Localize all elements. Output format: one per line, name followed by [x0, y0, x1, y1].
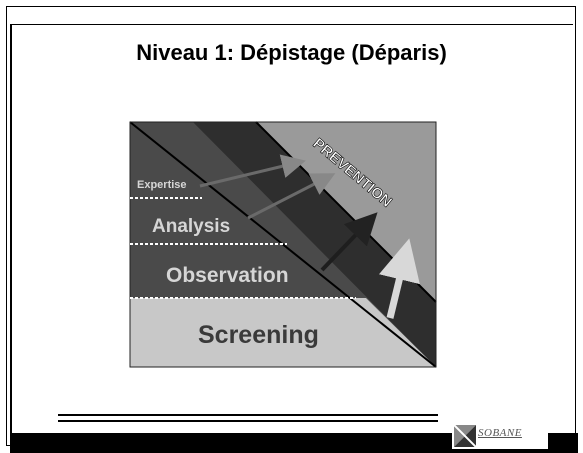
arrow-screening [378, 238, 420, 319]
label-expertise: Expertise [137, 179, 187, 191]
diagonal-band-middle [193, 122, 436, 367]
arrow-observation [320, 212, 378, 272]
footer-band [10, 433, 578, 453]
sobane-logo: SOBANE [452, 423, 548, 449]
label-observation: Observation [166, 264, 289, 287]
logo-text: SOBANE [478, 427, 522, 439]
footer-rule-bottom [58, 420, 438, 422]
slide-title: Niveau 1: Dépistage (Déparis) [136, 40, 447, 65]
label-screening: Screening [198, 321, 319, 349]
arrow-expertise [199, 154, 306, 188]
logo-mark-icon [454, 425, 476, 447]
footer-rule-top [58, 414, 438, 416]
slide-border [10, 24, 573, 444]
arrow-analysis [247, 173, 336, 220]
label-analysis: Analysis [152, 216, 230, 237]
screening-area [130, 298, 436, 367]
